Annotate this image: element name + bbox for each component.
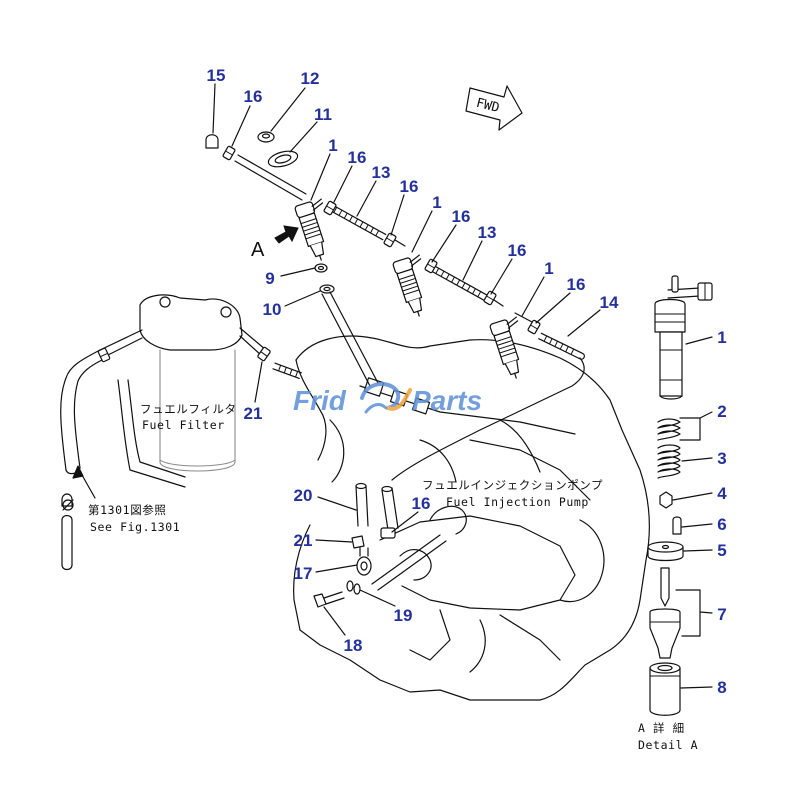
detail-shim-2 (657, 418, 681, 441)
clamp-16-e (482, 290, 498, 306)
watermark-left: Frid (293, 385, 347, 416)
callout-1: 1 (544, 259, 553, 278)
fuel-filter-label-en: Fuel Filter (142, 418, 225, 432)
view-arrow-icon (274, 225, 299, 244)
callout-16: 16 (508, 241, 527, 260)
callout-20: 20 (294, 486, 313, 505)
detail-retaining-nut-8 (649, 662, 681, 716)
reference-mark-icon (62, 499, 74, 511)
leak-off-connector (394, 239, 533, 323)
detail-label-jp: A 詳 細 (638, 721, 685, 735)
watermark-logo: Frid Parts (293, 381, 482, 416)
callout-16: 16 (412, 494, 431, 513)
clip-21-lower (351, 535, 365, 549)
callout-13: 13 (478, 223, 497, 242)
detail-spring-3 (657, 444, 681, 479)
detail-callout-7: 7 (717, 605, 726, 624)
ring-9 (314, 263, 328, 273)
callout-16: 16 (400, 177, 419, 196)
callout-11: 11 (314, 105, 332, 124)
washer-19-b (353, 583, 361, 595)
callout-21: 21 (244, 404, 263, 423)
detail-nozzle-7 (649, 567, 681, 659)
view-marker-a: A (251, 239, 265, 261)
gasket-11 (267, 150, 299, 168)
leak-off-hose-13-a (327, 203, 387, 241)
detail-callout-3: 3 (717, 449, 726, 468)
see-fig-label-jp: 第1301図参照 (88, 503, 167, 517)
bolt-18 (313, 591, 345, 608)
fwd-arrow-icon: FWD (465, 85, 523, 131)
callouts-detail: 1 2 3 4 6 5 7 8 (717, 328, 727, 697)
injection-pipe (321, 291, 379, 387)
detail-nut-4 (659, 491, 673, 509)
leak-off-hose-14 (538, 332, 585, 360)
see-fig-label-en: See Fig.1301 (90, 520, 180, 534)
fuel-filter (99, 294, 267, 472)
banjo-17 (356, 547, 372, 576)
callout-21: 21 (294, 531, 313, 550)
callout-14: 14 (600, 293, 619, 312)
hose-16-lower (380, 485, 399, 539)
detail-pin-6 (672, 516, 682, 535)
pump-label-en: Fuel Injection Pump (446, 495, 589, 509)
nut-12 (257, 131, 275, 143)
callout-1: 1 (432, 193, 441, 212)
detail-callout-2: 2 (717, 402, 726, 421)
pipe-19 (371, 534, 447, 591)
detail-callout-5: 5 (717, 541, 726, 560)
callout-1: 1 (328, 136, 337, 155)
cap-15 (205, 134, 219, 149)
clamp-16-d (423, 258, 439, 274)
clamp-16-f (526, 319, 542, 335)
pump-label-jp: フュエルインジェクションポンプ (422, 478, 603, 492)
fwd-label: FWD (474, 96, 501, 116)
washer-19-a (346, 580, 354, 592)
callouts-main: 15 16 12 11 1 16 13 16 1 16 13 16 1 16 1… (207, 66, 619, 655)
callout-16: 16 (348, 148, 367, 167)
callout-9: 9 (265, 269, 274, 288)
callout-18: 18 (344, 636, 363, 655)
detail-callout-1: 1 (717, 328, 726, 347)
clamp-16-a (221, 145, 237, 161)
callout-12: 12 (301, 69, 320, 88)
clamp-filter-inlet (97, 347, 111, 363)
return-line (391, 357, 585, 481)
callout-17: 17 (294, 564, 313, 583)
hose-segment-filter (272, 362, 302, 379)
callout-19: 19 (394, 606, 413, 625)
detail-injector-body (654, 275, 713, 400)
detail-callout-6: 6 (717, 515, 726, 534)
clamp-21-filter (256, 346, 272, 362)
leak-off-hose-13-b (429, 264, 489, 302)
callout-15: 15 (207, 66, 226, 85)
detail-disc-5 (647, 541, 684, 562)
callout-10: 10 (263, 300, 282, 319)
leak-off-tube (234, 154, 307, 201)
injector-1-c (488, 315, 535, 382)
callout-16: 16 (452, 207, 471, 226)
callout-13: 13 (372, 163, 391, 182)
washer-10 (319, 284, 335, 294)
watermark-swirl-icon (360, 381, 412, 414)
detail-label-en: Detail A (638, 738, 698, 752)
detail-callout-4: 4 (717, 484, 727, 503)
detail-callout-8: 8 (717, 678, 726, 697)
pipe-20 (355, 482, 369, 527)
callout-16: 16 (567, 275, 586, 294)
fuel-filter-label-jp: フュエルフィルタ (140, 402, 237, 416)
leader-lines (72, 83, 713, 689)
callout-16: 16 (244, 87, 263, 106)
watermark-right: Parts (412, 385, 482, 416)
fuel-hose-left (60, 349, 186, 571)
